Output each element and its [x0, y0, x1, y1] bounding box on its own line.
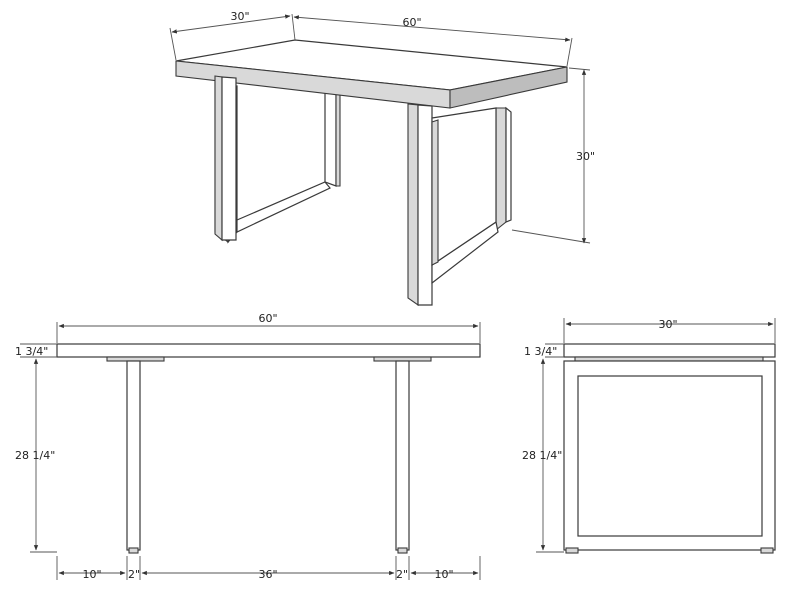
front-width-label: 60" — [258, 312, 277, 325]
front-view: 60" 1 3/4" 28 1/4" 10" 2" 36" 2" 10" — [15, 312, 481, 581]
front-leg-height-label: 28 1/4" — [15, 449, 55, 462]
iso-width-dimension: 60" — [293, 15, 573, 67]
front-leg-left-label: 2" — [128, 568, 140, 581]
front-left-leg — [126, 360, 141, 551]
side-leg-height-label: 28 1/4" — [522, 449, 562, 462]
front-right-leg — [407, 103, 499, 307]
side-top-thickness-label: 1 3/4" — [524, 345, 557, 358]
front-offset-left-label: 10" — [82, 568, 101, 581]
front-left-foot — [128, 547, 139, 554]
front-right-leg — [395, 360, 410, 551]
front-offset-right-label: 10" — [434, 568, 453, 581]
front-tabletop — [56, 343, 481, 358]
side-left-foot — [565, 547, 579, 554]
side-view: 30" 1 3/4" 28 1/4" — [522, 318, 776, 554]
front-left-leg — [214, 75, 237, 242]
front-left-cleat — [106, 356, 165, 362]
side-tabletop — [563, 343, 776, 358]
front-right-foot — [397, 547, 408, 554]
front-between-label: 36" — [258, 568, 277, 581]
iso-height-label: 30" — [576, 150, 595, 163]
iso-height-dimension: 30" — [511, 67, 595, 244]
front-right-cleat — [373, 356, 432, 362]
front-leg-right-label: 2" — [396, 568, 408, 581]
front-top-thickness-label: 1 3/4" — [15, 345, 48, 358]
iso-width-label: 60" — [402, 16, 421, 29]
side-frame-inner — [577, 375, 763, 537]
side-cleat — [574, 356, 764, 362]
isometric-view: 30" 60" 30" — [169, 10, 595, 307]
side-depth-label: 30" — [658, 318, 677, 331]
iso-depth-label: 30" — [230, 10, 249, 23]
back-right-leg — [495, 106, 512, 232]
table-top — [175, 39, 568, 109]
side-right-foot — [760, 547, 774, 554]
